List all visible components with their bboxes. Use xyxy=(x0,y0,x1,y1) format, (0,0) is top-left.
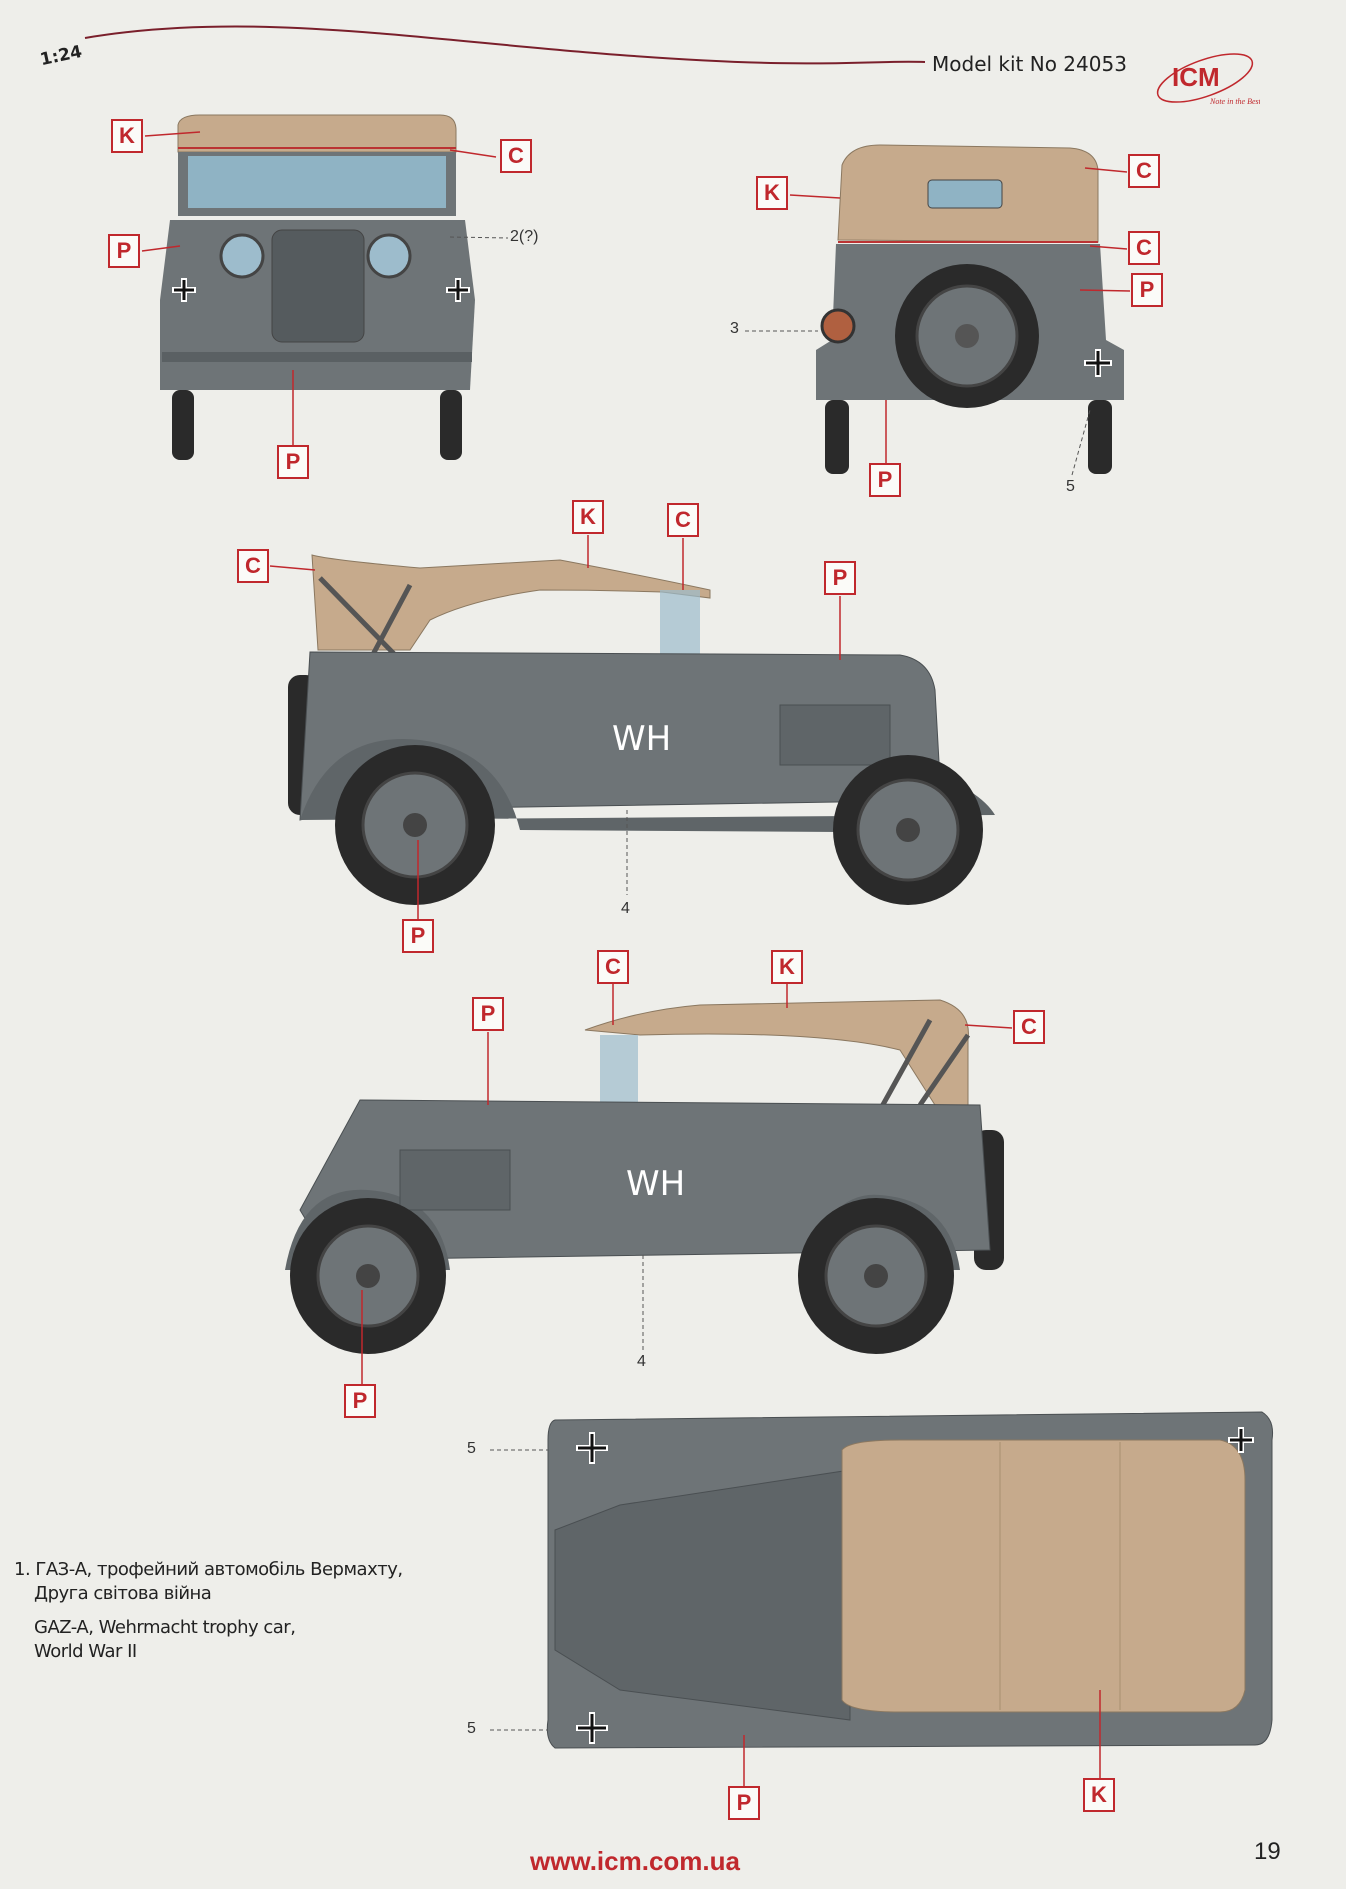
decal-note: 5 xyxy=(467,1720,476,1737)
color-label-c: C xyxy=(597,950,629,984)
color-label-c: C xyxy=(237,549,269,583)
color-label-p: P xyxy=(402,919,434,953)
caption-en-line2: World War II xyxy=(34,1641,137,1662)
caption-ua-line1: 1. ГАЗ-А, трофейний автомобіль Вермахту, xyxy=(14,1559,403,1580)
page-number: 19 xyxy=(1254,1838,1281,1865)
decal-note: 2(?) xyxy=(510,228,539,245)
color-label-p: P xyxy=(277,445,309,479)
website-url[interactable]: www.icm.com.ua xyxy=(530,1846,740,1876)
decal-note: 5 xyxy=(1066,478,1075,495)
color-label-p: P xyxy=(472,997,504,1031)
color-label-p: P xyxy=(344,1384,376,1418)
color-label-p: P xyxy=(108,234,140,268)
top-view xyxy=(490,1411,1273,1786)
color-label-k: K xyxy=(756,176,788,210)
color-label-p: P xyxy=(1131,273,1163,307)
color-label-k: K xyxy=(572,500,604,534)
color-label-c: C xyxy=(500,139,532,173)
caption-ua-line2: Друга світова війна xyxy=(34,1583,212,1604)
svg-text:WH: WH xyxy=(626,1164,685,1204)
rear-view xyxy=(745,144,1131,476)
color-label-c: C xyxy=(1128,154,1160,188)
scheme-caption: 1. ГАЗ-А, трофейний автомобіль Вермахту,… xyxy=(14,1558,403,1674)
svg-text:ICM: ICM xyxy=(1172,62,1220,92)
color-label-c: C xyxy=(1013,1010,1045,1044)
icm-logo: ICM Note in the Best xyxy=(1156,53,1260,106)
kit-number: Model kit No 24053 xyxy=(932,52,1127,76)
color-label-p: P xyxy=(728,1786,760,1820)
color-label-c: C xyxy=(1128,231,1160,265)
caption-en-line1: GAZ-A, Wehrmacht trophy car, xyxy=(34,1617,296,1638)
color-label-p: P xyxy=(824,561,856,595)
color-label-p: P xyxy=(869,463,901,497)
svg-text:WH: WH xyxy=(612,719,671,759)
color-label-c: C xyxy=(667,503,699,537)
decal-note: 4 xyxy=(621,900,630,917)
side-view-right: WH xyxy=(285,984,1013,1384)
decal-note: 4 xyxy=(637,1353,646,1370)
front-view xyxy=(141,114,509,460)
color-label-k: K xyxy=(771,950,803,984)
color-label-k: K xyxy=(111,119,143,153)
svg-text:Note in the Best: Note in the Best xyxy=(1209,97,1260,106)
color-label-k: K xyxy=(1083,1778,1115,1812)
side-view-left: WH xyxy=(269,535,995,920)
decal-note: 3 xyxy=(730,320,739,337)
decal-note: 5 xyxy=(467,1440,476,1457)
